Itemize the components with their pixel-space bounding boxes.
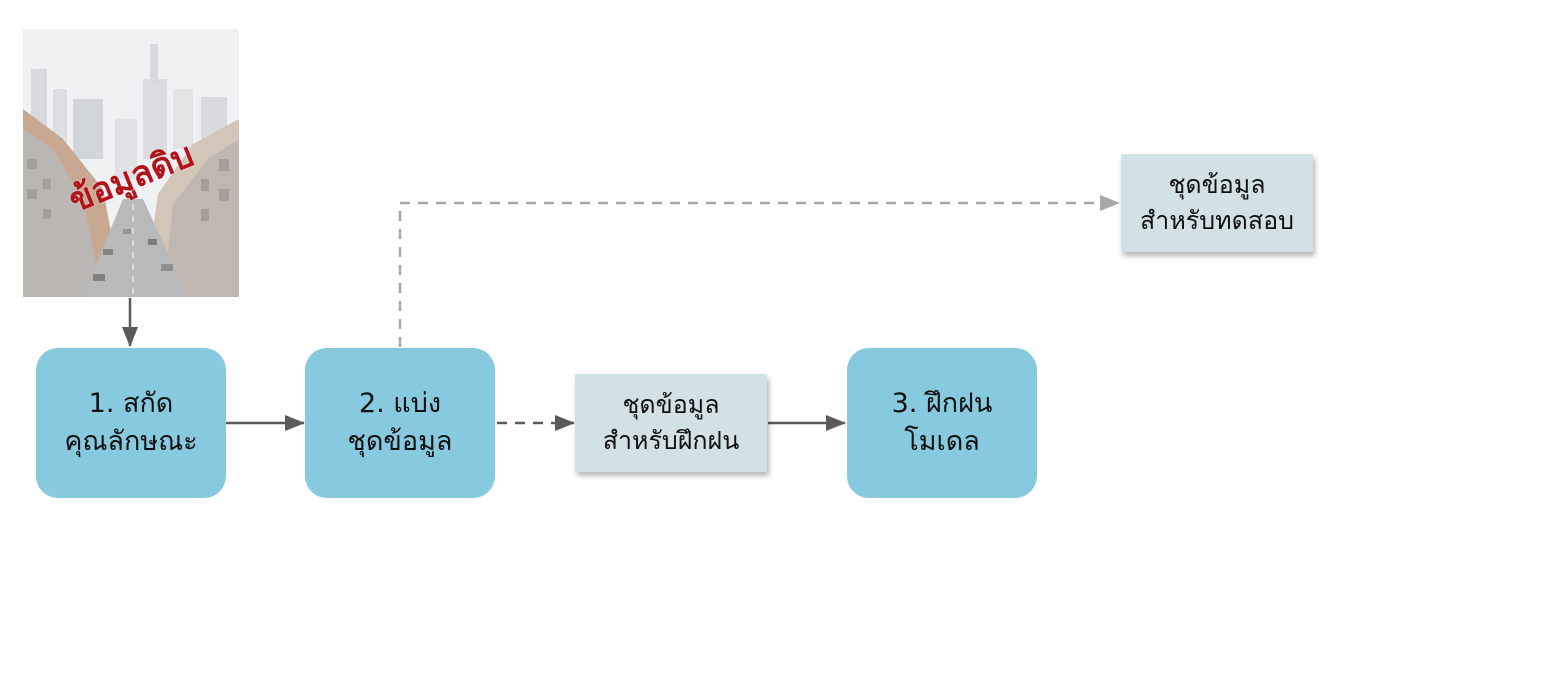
step-split-line1: 2. แบ่ง: [358, 388, 442, 419]
test-dataset-line2: สำหรับทดสอบ: [1140, 206, 1294, 235]
training-dataset-box: ชุดข้อมูล สำหรับฝึกฝน: [575, 374, 767, 472]
step-split-dataset: 2. แบ่ง ชุดข้อมูล: [305, 348, 495, 498]
step-train-model: 3. ฝึกฝน โมเดล: [847, 348, 1037, 498]
step-train-line1: 3. ฝึกฝน: [891, 388, 993, 419]
step-extract-line2: คุณลักษณะ: [64, 426, 198, 457]
arrow-split-to-test: [398, 195, 1120, 347]
test-dataset-box: ชุดข้อมูล สำหรับทดสอบ: [1121, 154, 1313, 252]
training-dataset-line1: ชุดข้อมูล: [622, 390, 720, 419]
training-dataset-line2: สำหรับฝึกฝน: [602, 426, 740, 455]
raw-data-image: [23, 29, 239, 297]
step-train-line2: โมเดล: [904, 426, 980, 457]
step-split-line2: ชุดข้อมูล: [347, 426, 453, 457]
step-extract-features: 1. สกัด คุณลักษณะ: [36, 348, 226, 498]
test-dataset-line1: ชุดข้อมูล: [1168, 170, 1266, 199]
city-street-illustration: [23, 29, 239, 297]
step-extract-line1: 1. สกัด: [88, 388, 174, 419]
